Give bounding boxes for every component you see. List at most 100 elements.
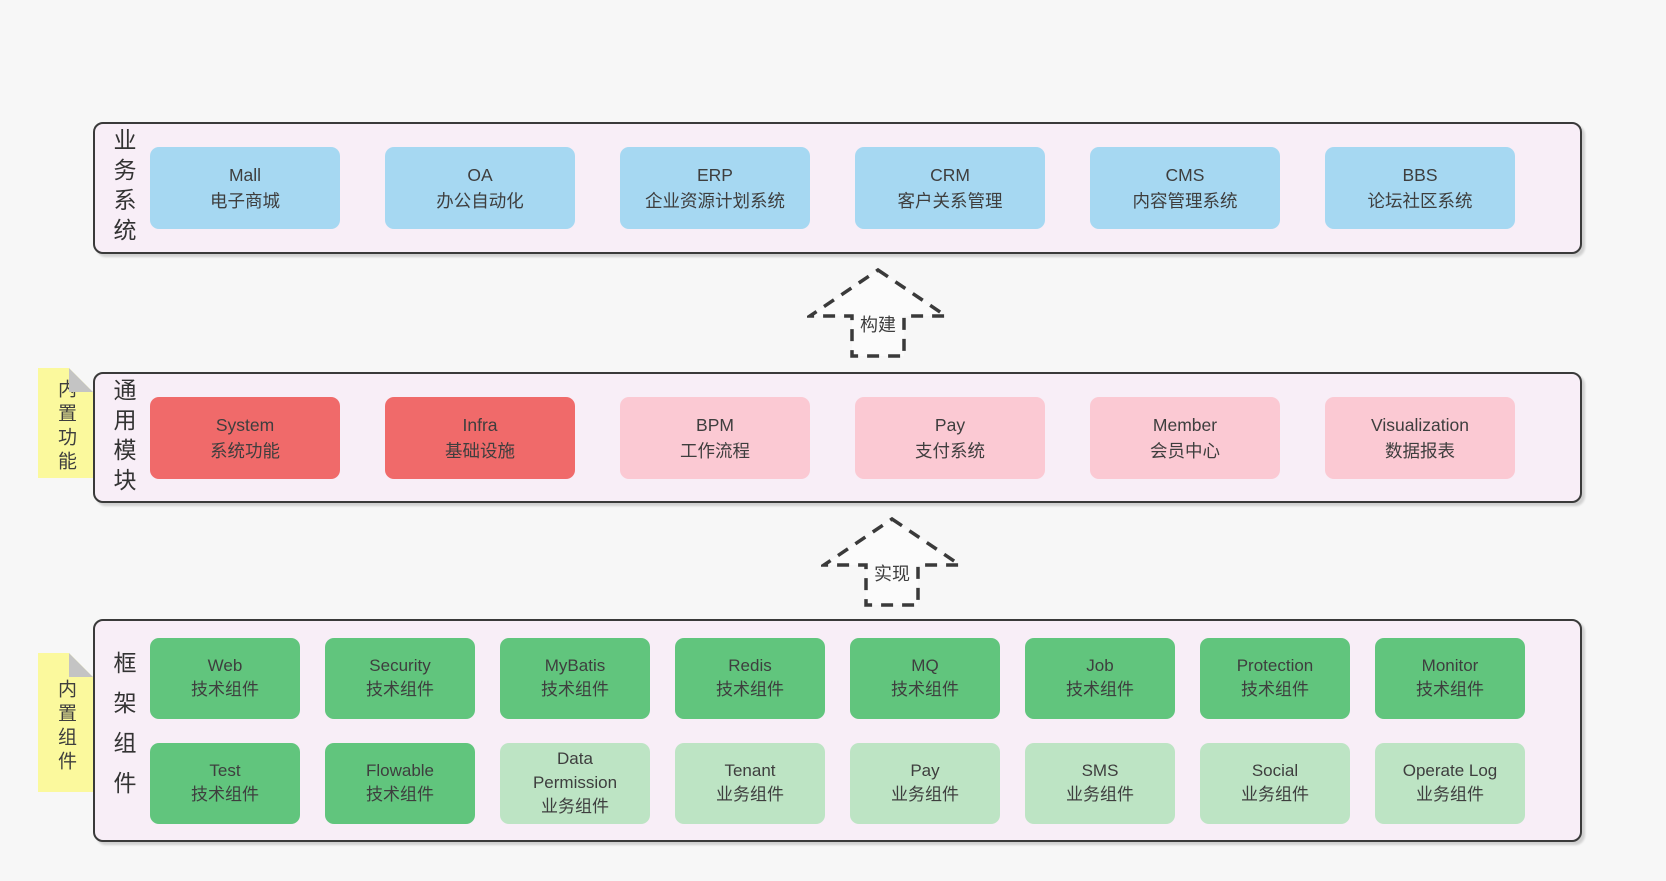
build-arrow-gap: 构建 [0, 254, 1666, 372]
box-mybatis: MyBatis 技术组件 [500, 637, 650, 719]
box-oa: OA 办公自动化 [385, 147, 575, 229]
sticky-label: 内置功能 [55, 379, 76, 475]
box-member: Member 会员中心 [1090, 396, 1280, 479]
box-visualization: Visualization 数据报表 [1325, 396, 1515, 479]
box-mall: Mall 电子商城 [150, 147, 340, 229]
implement-arrow-gap: 实现 [0, 503, 1666, 619]
box-pay: Pay 支付系统 [855, 396, 1045, 479]
box-name: MyBatis [544, 656, 606, 675]
box-desc: 技术组件 [716, 680, 784, 699]
box-test: Test 技术组件 [150, 742, 300, 824]
box-name: Visualization [1371, 414, 1469, 435]
box-bbs: BBS 论坛社区系统 [1325, 147, 1515, 229]
box-name: BBS [1402, 165, 1438, 185]
box-name: BPM [696, 414, 734, 435]
box-desc: 电子商城 [210, 191, 280, 211]
box-name: MQ [911, 656, 939, 675]
box-infra: Infra 基础设施 [385, 396, 575, 479]
box-flowable: Flowable 技术组件 [325, 742, 475, 824]
box-desc: 工作流程 [680, 440, 750, 461]
common-modules-side-label: 通用模块 [95, 378, 150, 498]
box-name: Flowable [365, 761, 435, 780]
box-name: Test [209, 761, 241, 780]
box-system: System 系统功能 [150, 396, 340, 479]
box-desc: 业务组件 [891, 785, 959, 804]
box-desc: 会员中心 [1150, 440, 1220, 461]
business-systems-panel: 业务系统 Mall 电子商城 OA 办公自动化 ERP 企业资源计划系统 CRM… [93, 122, 1582, 254]
box-cms: CMS 内容管理系统 [1090, 147, 1280, 229]
box-desc: 办公自动化 [436, 191, 524, 211]
box-name: Member [1152, 414, 1218, 435]
box-name: Redis [728, 656, 772, 675]
box-name: Operate Log [1402, 761, 1498, 780]
box-operate-log: Operate Log 业务组件 [1375, 742, 1525, 824]
box-name: Tenant [724, 761, 776, 780]
box-name: Pay [934, 414, 966, 435]
box-desc: 客户关系管理 [897, 191, 1003, 211]
box-name: Mall [228, 165, 262, 185]
box-name: Job [1086, 656, 1114, 675]
box-desc: 业务组件 [1241, 785, 1309, 804]
box-desc: 基础设施 [445, 440, 515, 461]
box-desc: 论坛社区系统 [1367, 191, 1473, 211]
sticky-label: 内置组件 [55, 678, 76, 775]
box-job: Job 技术组件 [1025, 637, 1175, 719]
box-web: Web 技术组件 [150, 637, 300, 719]
framework-components-panel: 框架组件 Web 技术组件 Security 技术组件 MyBatis 技术组件… [93, 619, 1582, 842]
box-pay-biz: Pay 业务组件 [850, 742, 1000, 824]
box-redis: Redis 技术组件 [675, 637, 825, 719]
side-label-text: 业务系统 [110, 128, 136, 248]
box-desc: 技术组件 [1066, 680, 1134, 699]
box-name: OA [467, 165, 493, 185]
box-name: ERP [697, 165, 733, 185]
box-protection: Protection 技术组件 [1200, 637, 1350, 719]
box-name: Security [369, 656, 431, 675]
box-mq: MQ 技术组件 [850, 637, 1000, 719]
box-name: Pay [910, 761, 940, 780]
box-desc: 系统功能 [210, 440, 280, 461]
built-in-features-sticky: 内置功能 [38, 368, 93, 478]
box-desc: 技术组件 [191, 680, 259, 699]
box-desc: 数据报表 [1385, 440, 1455, 461]
box-name: Infra [462, 414, 498, 435]
implement-arrow-label: 实现 [871, 559, 913, 587]
build-arrow-label: 构建 [857, 310, 899, 338]
box-desc: 技术组件 [191, 785, 259, 804]
box-name: SMS [1081, 761, 1119, 780]
box-desc: 技术组件 [366, 785, 434, 804]
box-name: System [215, 414, 275, 435]
box-desc: 业务组件 [716, 785, 784, 804]
build-arrow: 构建 [807, 267, 949, 359]
box-name: CMS [1165, 165, 1205, 185]
box-desc: 技术组件 [891, 680, 959, 699]
box-desc: 企业资源计划系统 [645, 191, 785, 211]
box-desc: 业务组件 [1066, 785, 1134, 804]
box-name: CRM [930, 165, 970, 185]
box-crm: CRM 客户关系管理 [855, 147, 1045, 229]
framework-side-label: 框架组件 [95, 651, 150, 811]
box-name: Data Permission [532, 749, 618, 792]
side-label-text: 通用模块 [110, 377, 136, 498]
common-modules-boxes: System 系统功能 Infra 基础设施 BPM 工作流程 Pay 支付系统… [150, 396, 1515, 479]
box-sms: SMS 业务组件 [1025, 742, 1175, 824]
box-desc: 业务组件 [1416, 785, 1484, 804]
box-name: Social [1251, 761, 1299, 780]
box-data-permission: Data Permission 业务组件 [500, 742, 650, 824]
box-security: Security 技术组件 [325, 637, 475, 719]
box-desc: 技术组件 [1416, 680, 1484, 699]
box-monitor: Monitor 技术组件 [1375, 637, 1525, 719]
box-desc: 业务组件 [541, 797, 609, 816]
business-systems-boxes: Mall 电子商城 OA 办公自动化 ERP 企业资源计划系统 CRM 客户关系… [150, 147, 1515, 229]
box-name: Web [207, 656, 243, 675]
box-desc: 支付系统 [915, 440, 985, 461]
box-social: Social 业务组件 [1200, 742, 1350, 824]
side-label-text: 框架组件 [110, 650, 136, 811]
common-modules-panel: 通用模块 System 系统功能 Infra 基础设施 BPM 工作流程 Pay… [93, 372, 1582, 503]
framework-rows: Web 技术组件 Security 技术组件 MyBatis 技术组件 Redi… [150, 637, 1525, 824]
box-name: Protection [1236, 656, 1314, 675]
built-in-components-sticky: 内置组件 [38, 653, 93, 792]
box-erp: ERP 企业资源计划系统 [620, 147, 810, 229]
box-bpm: BPM 工作流程 [620, 396, 810, 479]
framework-row-2: Test 技术组件 Flowable 技术组件 Data Permission … [150, 742, 1525, 824]
